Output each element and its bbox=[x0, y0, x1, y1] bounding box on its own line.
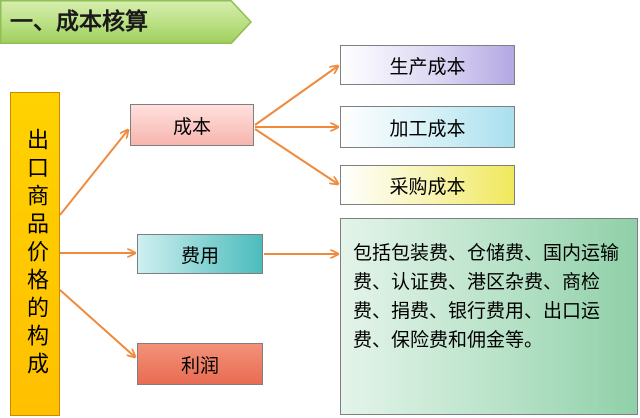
arrow-cost-to-production bbox=[254, 66, 338, 126]
root-node: 出口商品价格的构成 bbox=[10, 92, 60, 416]
node-profit-label: 利润 bbox=[180, 354, 219, 377]
fee-detail-text: 包括包装费、仓储费、国内运输费、认证费、港区杂费、商检费、捐费、银行费用、出口运… bbox=[353, 242, 620, 351]
node-cost-label: 成本 bbox=[172, 115, 211, 138]
root-node-label: 出口商品价格的构成 bbox=[23, 128, 48, 380]
node-purchase-cost-label: 采购成本 bbox=[389, 175, 466, 198]
section-title: 一、成本核算 bbox=[10, 9, 148, 35]
node-production-cost: 生产成本 bbox=[340, 45, 515, 85]
arrow-root-to-cost bbox=[59, 130, 128, 216]
arrow-cost-to-purchase bbox=[254, 128, 338, 184]
node-fee-label: 费用 bbox=[180, 244, 219, 267]
arrow-root-to-profit bbox=[59, 289, 135, 357]
node-purchase-cost: 采购成本 bbox=[340, 165, 515, 205]
node-fee: 费用 bbox=[137, 234, 263, 274]
fee-detail-box: 包括包装费、仓储费、国内运输费、认证费、港区杂费、商检费、捐费、银行费用、出口运… bbox=[340, 218, 638, 415]
node-processing-cost-label: 加工成本 bbox=[389, 117, 466, 140]
node-cost: 成本 bbox=[130, 104, 254, 146]
section-banner bbox=[0, 0, 252, 44]
section-banner-outline bbox=[0, 0, 252, 44]
node-production-cost-label: 生产成本 bbox=[389, 55, 466, 78]
node-profit: 利润 bbox=[137, 343, 263, 385]
node-processing-cost: 加工成本 bbox=[340, 106, 515, 148]
